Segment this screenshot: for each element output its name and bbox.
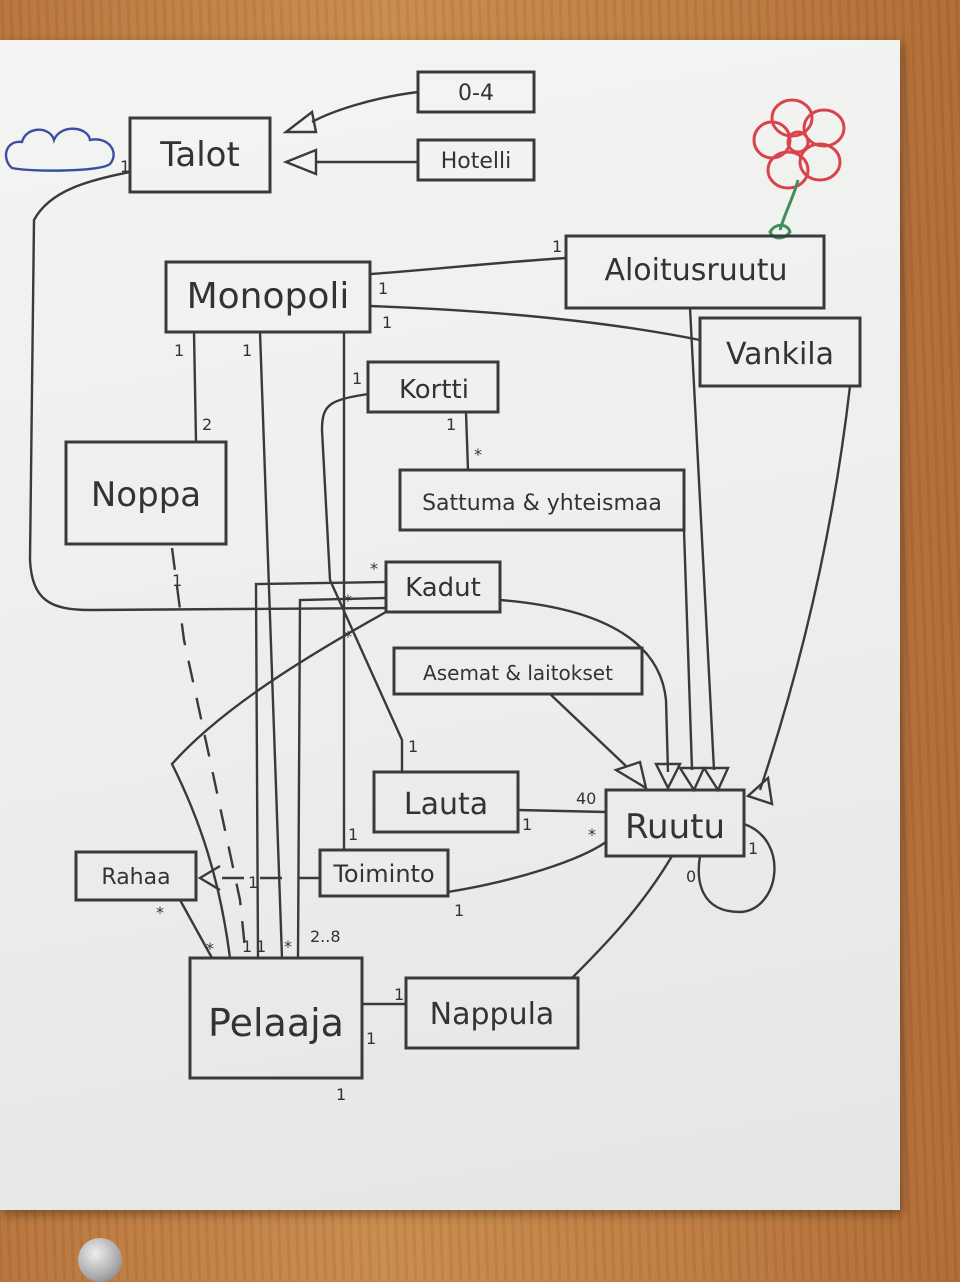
mult-pelaaja-one-b: 1	[256, 937, 266, 956]
mult-lauta-40: 40	[576, 789, 596, 808]
edge-kortti-sattuma	[464, 411, 470, 471]
label-kortti: Kortti	[399, 375, 469, 405]
edge-0-4-to-talot	[282, 90, 419, 134]
mult-kadut-star-b: *	[344, 591, 352, 610]
edge-monopoli-pelaaja-a	[258, 331, 284, 959]
label-lauta: Lauta	[404, 787, 488, 822]
mult-noppa-top: 2	[202, 415, 212, 434]
edge-vankila-ruutu	[745, 385, 852, 806]
label-kadut: Kadut	[405, 573, 481, 603]
box-vankila	[698, 316, 862, 388]
label-0-4: 0-4	[458, 81, 494, 106]
mult-pelaaja-one-a: 1	[242, 937, 252, 956]
box-rahaa	[74, 850, 198, 902]
edge-kadut-pelaaja-c	[170, 610, 387, 959]
mult-pelaaja-right: 1	[366, 1029, 376, 1048]
box-sattuma	[398, 468, 686, 532]
mult-kortti-left: 1	[352, 369, 362, 388]
label-toiminto: Toiminto	[332, 860, 434, 888]
label-noppa: Noppa	[91, 475, 201, 515]
edge-kadut-pelaaja-a	[254, 580, 387, 959]
box-nappula	[404, 976, 580, 1050]
mult-lauta-top: 1	[408, 737, 418, 756]
mult-nappula-left: 1	[394, 985, 404, 1004]
mult-monopoli-right-top: 1	[378, 279, 388, 298]
mult-rahaa-star: *	[156, 903, 164, 922]
mult-noppa-bottom: 1	[172, 571, 182, 590]
box-noppa	[64, 440, 228, 546]
mult-aloitus-left: 1	[552, 237, 562, 256]
label-sattuma: Sattuma & yhteismaa	[422, 491, 662, 516]
edge-talot-kadut	[28, 170, 387, 612]
edge-ruutu-self	[697, 822, 776, 914]
label-vankila: Vankila	[726, 337, 834, 372]
mult-ruutu-left: *	[588, 825, 596, 844]
box-ruutu	[604, 788, 746, 858]
label-asemat: Asemat & laitokset	[423, 661, 613, 685]
label-monopoli: Monopoli	[187, 276, 350, 317]
edge-kadut-ruutu	[499, 598, 682, 791]
label-pelaaja: Pelaaja	[208, 1001, 344, 1045]
mult-toiminto-bottom: 1	[454, 901, 464, 920]
edge-toiminto-ruutu	[447, 841, 607, 894]
box-pelaaja	[188, 956, 364, 1080]
box-lauta	[372, 770, 520, 834]
mult-kadut-star-c: *	[344, 627, 352, 646]
edge-hotelli-to-talot	[282, 148, 418, 176]
edge-toiminto-rahaa	[197, 864, 320, 892]
mult-pelaaja-bottom-one: 1	[336, 1085, 346, 1104]
mult-ruutu-zero: 0	[686, 867, 696, 886]
mult-monopoli-bottom-b: 1	[242, 341, 252, 360]
label-talot: Talot	[159, 135, 240, 175]
box-kortti	[366, 360, 500, 414]
cloud-doodle-icon	[4, 127, 115, 172]
edge-aloitus-ruutu	[688, 307, 730, 793]
edge-monopoli-noppa	[192, 331, 198, 443]
mult-pelaaja-2-8: 2..8	[310, 927, 341, 946]
box-monopoli	[164, 260, 372, 334]
mult-toiminto-left: 1	[248, 873, 258, 892]
label-hotelli: Hotelli	[441, 149, 512, 174]
label-rahaa: Rahaa	[101, 865, 170, 890]
box-aloitusruutu	[564, 234, 826, 310]
label-ruutu: Ruutu	[625, 807, 725, 847]
label-aloitusruutu: Aloitusruutu	[604, 253, 787, 288]
door-knob	[78, 1238, 122, 1282]
mult-kortti-bottom: 1	[446, 415, 456, 434]
box-kadut	[384, 560, 502, 614]
edge-kadut-pelaaja-b	[296, 596, 387, 959]
mult-sattuma-top: *	[474, 445, 482, 464]
box-toiminto	[318, 848, 450, 898]
mult-pelaaja-star-a: *	[206, 939, 214, 958]
edge-monopoli-vankila	[369, 304, 701, 342]
edge-kortti-lauta	[320, 392, 404, 772]
mult-monopoli-bottom-a: 1	[174, 341, 184, 360]
mult-kadut-star-a: *	[370, 559, 378, 578]
flower-doodle-icon	[752, 98, 846, 240]
box-hotelli	[416, 138, 536, 182]
mult-pelaaja-star-b: *	[284, 937, 292, 956]
mult-ruutu-right: 1	[748, 839, 758, 858]
edge-asemat-ruutu	[549, 693, 648, 791]
edge-aloitus-monopoli	[369, 256, 567, 276]
label-nappula: Nappula	[430, 997, 555, 1032]
edge-ruutu-nappula	[571, 855, 674, 979]
edge-sattuma-ruutu	[677, 529, 706, 793]
edge-rahaa-pelaaja	[178, 899, 214, 959]
edge-lauta-ruutu	[517, 808, 607, 814]
mult-monopoli-right-bottom: 1	[382, 313, 392, 332]
box-asemat	[392, 646, 644, 696]
mult-lauta-right: 1	[522, 815, 532, 834]
mult-toiminto-top: 1	[348, 825, 358, 844]
mult-talot-left: 1	[120, 157, 130, 176]
box-talot	[128, 116, 272, 194]
